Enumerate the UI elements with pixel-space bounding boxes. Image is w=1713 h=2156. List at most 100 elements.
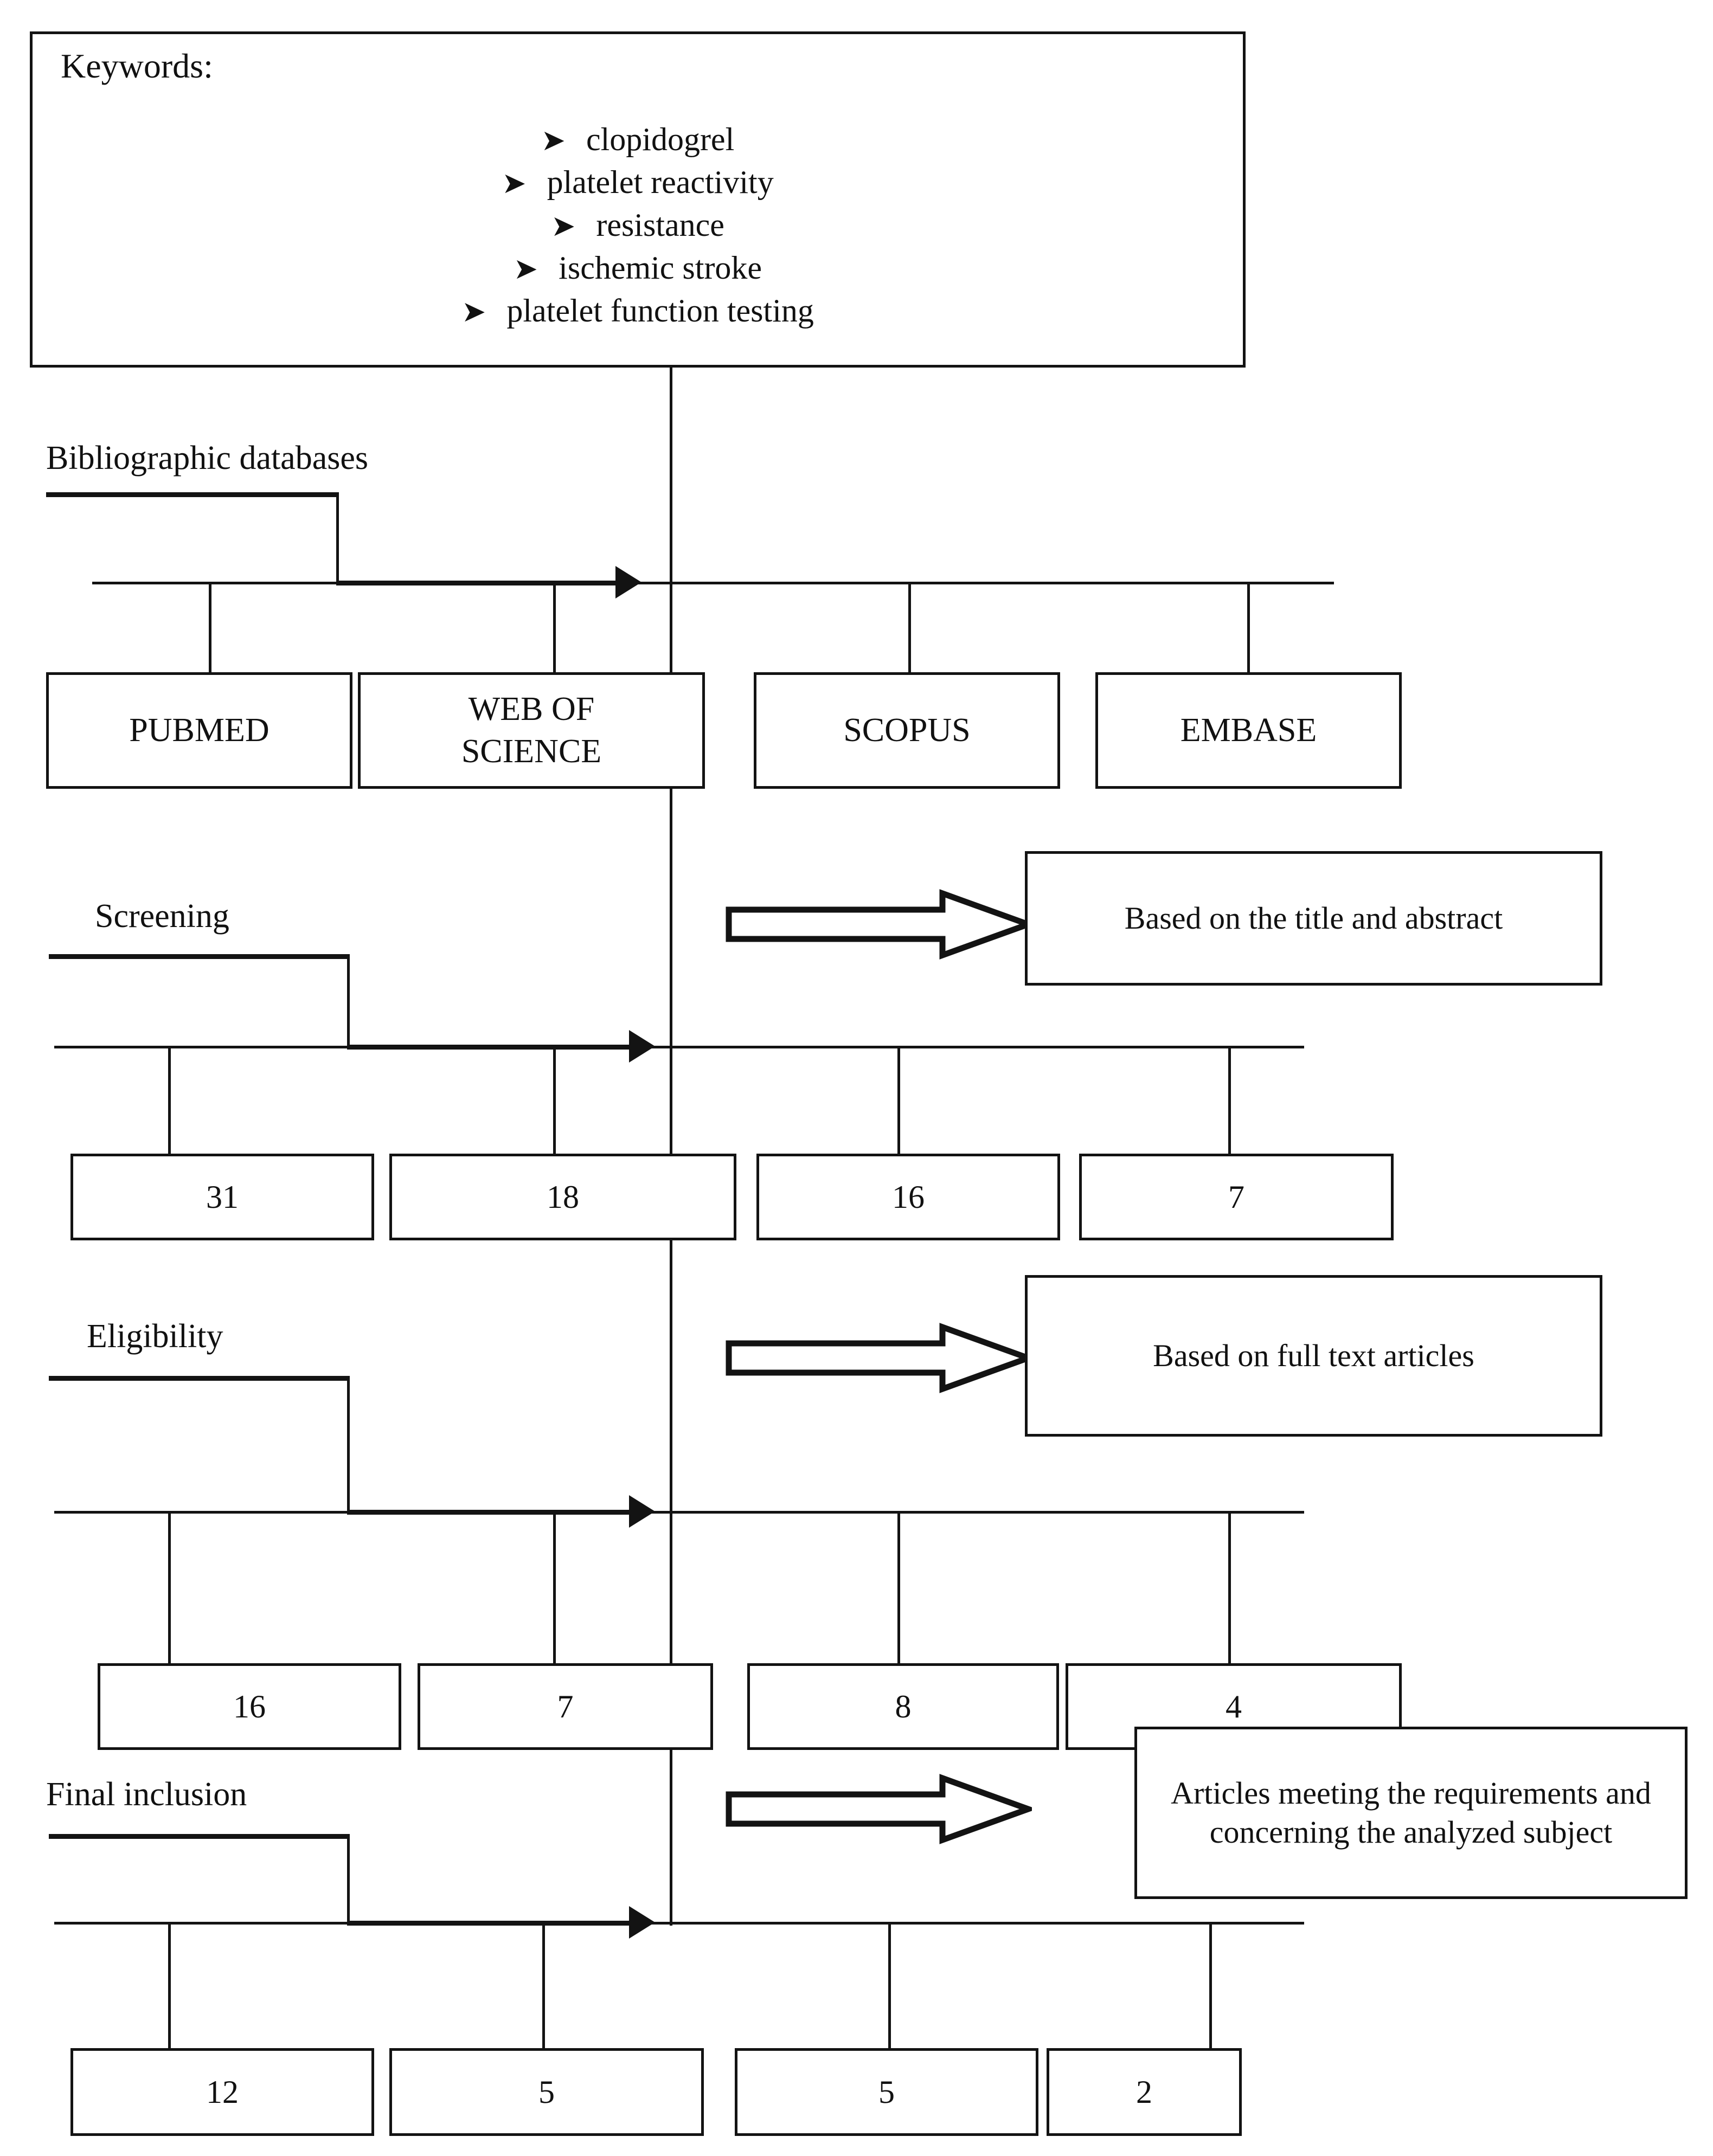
keywords-title: Keywords: [61,47,213,85]
bus-emphasis-screening [347,1045,632,1050]
count-value: 5 [538,2074,555,2110]
label-elbow-screening [347,954,350,1047]
arrow-bullet-icon: ➤ [502,167,527,199]
bus-line-screening [54,1046,1304,1048]
count-box-screening-scopus: 16 [756,1154,1060,1240]
stage-label-screening: Screening [95,898,229,935]
callout-box-eligibility: Based on full text articles [1025,1275,1602,1437]
label-underline-screening [49,954,350,959]
block-arrow-screening [726,888,1032,961]
spine-segment-screening-to-elig [670,1048,672,1520]
keyword-item: ➤ ischemic stroke [514,249,762,287]
bus-emphasis-databases [336,581,618,585]
keyword-label: ischemic stroke [559,250,762,286]
drop-line-eligibility-wos [553,1513,556,1663]
count-value: 2 [1136,2074,1152,2110]
count-box-final-web-of-science: 5 [389,2048,704,2136]
label-underline-bibliographic [46,492,339,497]
callout-box-final-inclusion: Articles meeting the requirements and co… [1134,1727,1688,1899]
drop-line-eligibility-scopus [897,1513,900,1663]
count-value: 4 [1226,1688,1242,1724]
label-elbow-eligibility [347,1376,350,1513]
drop-line-wos [553,583,556,673]
count-box-final-pubmed: 12 [70,2048,374,2136]
arrow-bullet-icon: ➤ [513,253,538,285]
count-value: 8 [895,1688,912,1724]
count-box-eligibility-scopus: 8 [747,1663,1059,1750]
drop-line-screening-scopus [897,1047,900,1155]
keyword-label: platelet reactivity [547,164,774,200]
database-box-scopus[interactable]: SCOPUS [754,672,1060,789]
callout-text-eligibility: Based on full text articles [1153,1337,1474,1373]
block-arrow-final-inclusion [726,1773,1032,1846]
keyword-item: ➤ platelet function testing [461,292,814,330]
count-value: 31 [206,1179,239,1215]
drop-line-screening-pubmed [168,1047,171,1155]
bus-line-final-inclusion [54,1922,1304,1925]
drop-line-screening-wos [553,1047,556,1155]
database-label-web-of-science-line2: SCIENCE [461,732,602,770]
spine-segment-db-to-screening [670,583,672,1050]
bus-emphasis-eligibility [347,1510,632,1515]
count-box-screening-pubmed: 31 [70,1154,374,1240]
bus-emphasis-final-inclusion [347,1921,632,1926]
bus-arrowhead-final-inclusion [629,1906,655,1939]
database-box-embase[interactable]: EMBASE [1095,672,1402,789]
count-box-eligibility-pubmed: 16 [98,1663,401,1750]
arrow-bullet-icon: ➤ [461,295,486,328]
count-box-screening-embase: 7 [1079,1154,1394,1240]
callout-box-screening: Based on the title and abstract [1025,851,1602,986]
drop-line-final-pubmed [168,1923,171,2049]
stage-label-final-inclusion: Final inclusion [46,1776,247,1813]
drop-line-pubmed [209,583,211,673]
count-value: 16 [892,1179,925,1215]
arrow-bullet-icon: ➤ [551,210,576,242]
keywords-box: Keywords: ➤ clopidogrel ➤ platelet react… [30,31,1246,368]
label-elbow-final-inclusion [347,1834,350,1925]
bus-arrowhead-eligibility [629,1495,655,1528]
count-box-final-embase: 2 [1047,2048,1242,2136]
keywords-list: ➤ clopidogrel ➤ platelet reactivity ➤ re… [33,121,1243,330]
database-label-scopus: SCOPUS [843,711,971,749]
spine-segment-keywords-to-db [670,368,672,583]
arrow-bullet-icon: ➤ [541,124,566,157]
bus-line-eligibility [54,1511,1304,1514]
count-box-screening-web-of-science: 18 [389,1154,736,1240]
database-label-web-of-science-line1: WEB OF [468,691,595,728]
drop-line-final-embase [1209,1923,1212,2049]
drop-line-scopus [908,583,911,673]
callout-text-screening: Based on the title and abstract [1124,900,1503,936]
drop-line-eligibility-pubmed [168,1513,171,1663]
keyword-item: ➤ clopidogrel [541,121,735,158]
stage-label-bibliographic-databases: Bibliographic databases [46,440,368,477]
bus-arrowhead-screening [629,1030,655,1063]
count-value: 16 [233,1688,266,1724]
count-value: 7 [1228,1179,1244,1215]
count-box-final-scopus: 5 [735,2048,1038,2136]
database-box-pubmed[interactable]: PUBMED [46,672,352,789]
drop-line-screening-embase [1228,1047,1231,1155]
database-box-web-of-science[interactable]: WEB OF SCIENCE [358,672,705,789]
database-label-embase: EMBASE [1180,711,1317,749]
count-box-eligibility-web-of-science: 7 [418,1663,713,1750]
label-elbow-bibliographic [336,492,339,584]
keyword-item: ➤ platelet reactivity [502,164,773,201]
keyword-item: ➤ resistance [551,207,724,244]
drop-line-eligibility-embase [1228,1513,1231,1663]
drop-line-embase [1247,583,1250,673]
count-value: 7 [557,1688,574,1724]
keyword-label: resistance [596,207,724,243]
callout-text-final-inclusion: Articles meeting the requirements and co… [1171,1775,1651,1850]
block-arrow-eligibility [726,1322,1032,1395]
count-value: 5 [878,2074,895,2110]
drop-line-final-wos [542,1923,545,2049]
keyword-label: clopidogrel [586,121,735,157]
bus-arrowhead-databases [615,566,641,598]
count-value: 18 [547,1179,579,1215]
database-label-pubmed: PUBMED [129,711,270,749]
keyword-label: platelet function testing [506,293,814,329]
bus-line-databases [92,582,1334,584]
count-value: 12 [206,2074,239,2110]
stage-label-eligibility: Eligibility [87,1318,223,1355]
